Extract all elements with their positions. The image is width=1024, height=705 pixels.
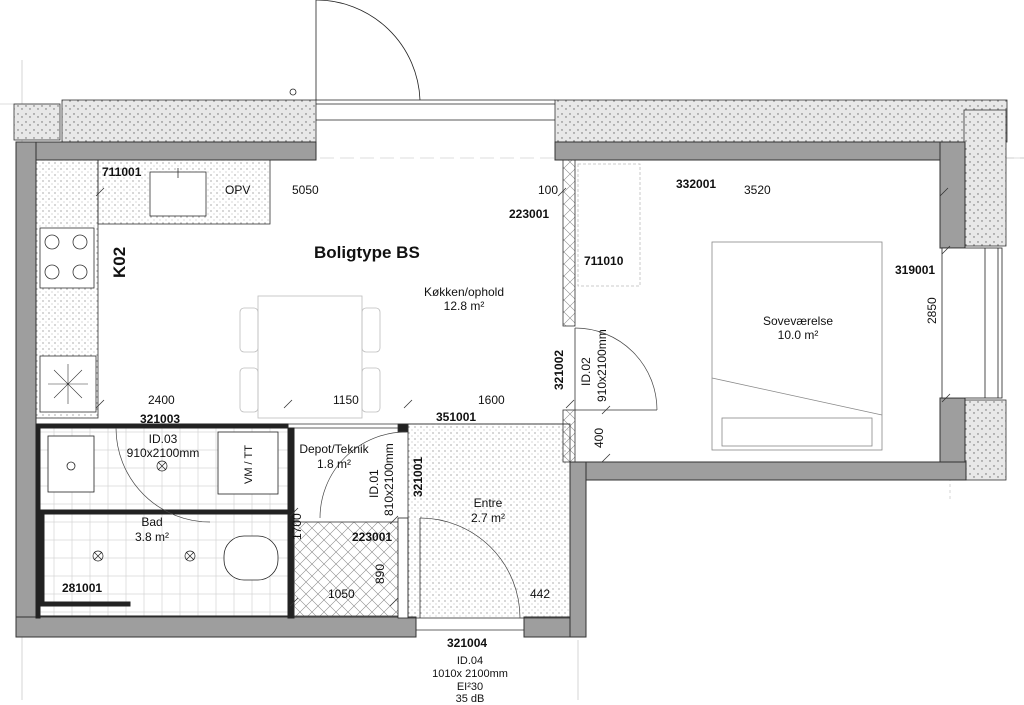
room-kitchen-area: 12.8 m² xyxy=(444,299,485,313)
room-kitchen-name: Køkken/ophold xyxy=(424,285,504,299)
dim-lower-left: 2400 xyxy=(148,393,175,407)
door-depot-size: 810x2100mm xyxy=(382,443,396,516)
dim-bedroom-depth: 2850 xyxy=(925,297,939,324)
code-door-bath: 321003 xyxy=(140,412,180,426)
door-entry-fire: EI²30 xyxy=(457,681,483,693)
door-bedroom-id: ID.02 xyxy=(579,357,593,386)
bathroom xyxy=(35,423,295,619)
room-bedroom-name: Soveværelse xyxy=(763,314,833,328)
label-opv: OPV xyxy=(225,183,250,197)
door-depot-id: ID.01 xyxy=(367,469,381,498)
room-bath-area: 3.8 m² xyxy=(135,530,169,544)
wardrobe xyxy=(577,163,641,287)
door-bedroom-size: 910x2100mm xyxy=(595,329,609,402)
exterior-walls xyxy=(13,99,1008,481)
dining-table xyxy=(239,295,381,419)
code-door-depot: 321001 xyxy=(411,457,425,497)
code-depot-inner: 223001 xyxy=(352,530,392,544)
code-wardrobe: 711010 xyxy=(584,254,624,268)
door-entry-sound: 35 dB xyxy=(456,693,485,705)
label-washer: VM / TT xyxy=(243,445,255,484)
plan-title: Boligtype BS xyxy=(314,243,420,262)
dim-kitchen-width: 5050 xyxy=(292,183,319,197)
room-depot-name: Depot/Teknik xyxy=(299,442,369,456)
dim-lower-mid: 1150 xyxy=(333,393,359,407)
door-bath-size: 910x2100mm xyxy=(127,446,200,460)
dim-bath-height: 1700 xyxy=(290,513,304,540)
dim-depot-height: 890 xyxy=(373,564,387,584)
right-window xyxy=(941,247,1003,399)
dim-entre-side: 442 xyxy=(530,587,550,601)
code-window-right: 319001 xyxy=(895,263,935,277)
dim-bedroom-width: 3520 xyxy=(744,183,771,197)
kitchen-counter xyxy=(35,159,271,419)
code-depot-wall: 351001 xyxy=(436,410,476,424)
code-bedroom-top: 332001 xyxy=(676,177,716,191)
code-door-entry: 321004 xyxy=(447,636,487,650)
bearing-walls xyxy=(15,141,967,638)
depot xyxy=(293,423,409,619)
top-opening xyxy=(289,0,555,121)
entre xyxy=(407,423,571,631)
door-entry-size: 1010x 2100mm xyxy=(432,668,508,680)
partition-wall xyxy=(562,159,658,463)
dimension-ticks xyxy=(95,187,951,607)
room-entre-area: 2.7 m² xyxy=(471,511,505,525)
bed xyxy=(711,241,883,451)
room-bedroom-area: 10.0 m² xyxy=(778,328,819,342)
room-bath-name: Bad xyxy=(141,515,162,529)
room-depot-area: 1.8 m² xyxy=(317,457,351,471)
dim-partition: 100 xyxy=(538,183,558,197)
dim-bedroom-step: 400 xyxy=(592,428,606,448)
code-kitchen-top: 711001 xyxy=(102,165,142,179)
code-door-bedroom: 321002 xyxy=(552,350,566,390)
door-entry-id: ID.04 xyxy=(457,655,483,667)
code-shower: 281001 xyxy=(62,581,102,595)
dim-lower-right: 1600 xyxy=(478,393,505,407)
dim-depot-width: 1050 xyxy=(328,587,355,601)
door-bath-id: ID.03 xyxy=(149,432,178,446)
room-entre-name: Entre xyxy=(474,496,503,510)
code-partition-top: 223001 xyxy=(509,207,549,221)
unit-code: K02 xyxy=(110,247,129,278)
